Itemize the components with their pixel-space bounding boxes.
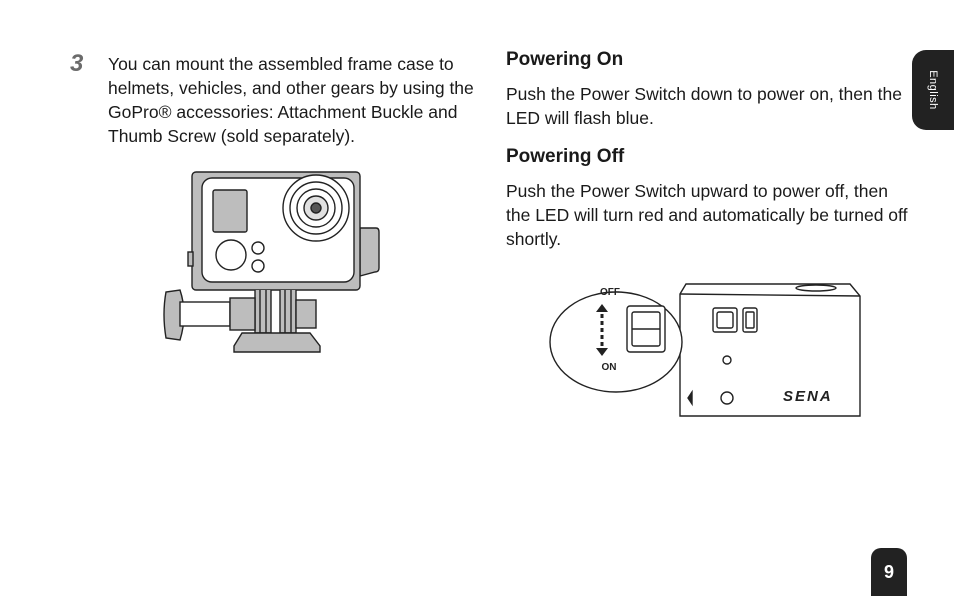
powering-off-text: Push the Power Switch upward to power of… xyxy=(506,181,908,249)
page-number: 9 xyxy=(871,548,907,596)
brand-logo: SENA xyxy=(783,388,833,405)
powering-off-title: Powering Off xyxy=(506,146,625,167)
language-label: English xyxy=(927,70,939,110)
language-tab: English xyxy=(912,50,954,130)
powering-on-text: Push the Power Switch down to power on, … xyxy=(506,84,902,128)
step-number: 3 xyxy=(70,50,84,77)
camera-frame-illustration xyxy=(160,168,385,358)
powering-on-title: Powering On xyxy=(506,49,624,70)
off-label: OFF xyxy=(600,287,620,298)
on-label: ON xyxy=(602,362,617,373)
power-switch-illustration: OFF ON SENA xyxy=(548,278,863,420)
step-text: You can mount the assembled frame case t… xyxy=(108,54,474,146)
